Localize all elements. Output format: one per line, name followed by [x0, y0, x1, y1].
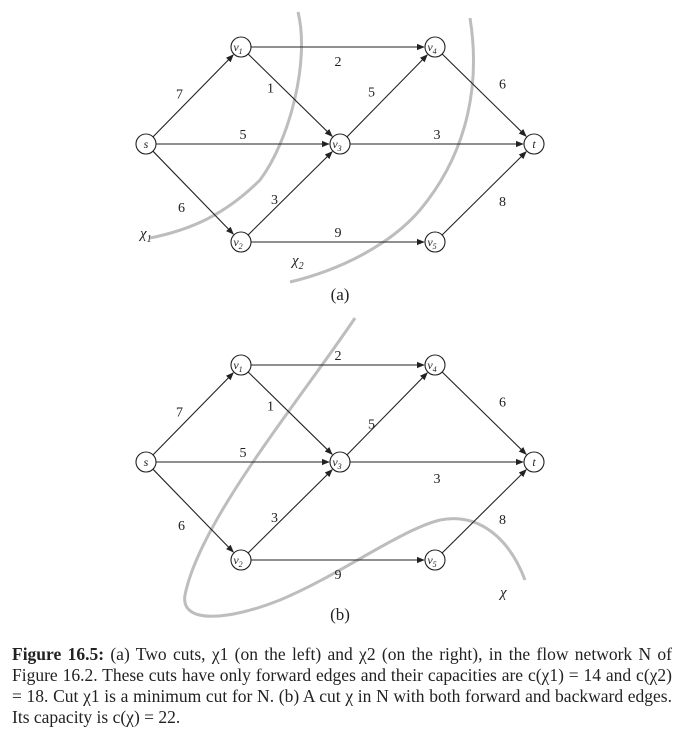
cut-label-chi2: χ2 — [290, 253, 304, 272]
node-v4: v4 — [424, 36, 446, 58]
node-circle-v5 — [424, 549, 446, 571]
edge-capacity-v3-t: 3 — [434, 472, 441, 487]
node-circle-v4 — [424, 36, 446, 58]
edge-s-v2 — [152, 468, 234, 553]
cut-label-chi1: χ1 — [138, 226, 152, 245]
edge-capacity-v3-t: 3 — [434, 128, 441, 143]
node-label-v4: v4 — [427, 358, 436, 374]
edge-capacity-v5-t: 8 — [499, 513, 506, 528]
node-v3: v3 — [329, 133, 351, 155]
node-circle-v4 — [424, 354, 446, 376]
node-v1: v1 — [230, 354, 252, 376]
node-circle-v2 — [230, 231, 252, 253]
edge-v2-v3 — [247, 151, 333, 236]
node-circle-t — [523, 133, 545, 155]
edge-v5-t — [441, 469, 527, 554]
edge-capacity-s-v1: 7 — [176, 406, 183, 421]
edge-v5-t — [441, 151, 527, 236]
edge-v3-v4 — [346, 54, 428, 138]
node-circle-t — [523, 451, 545, 473]
edge-capacity-v2-v5: 9 — [335, 568, 342, 583]
node-v5: v5 — [424, 231, 446, 253]
edge-v4-t — [441, 53, 527, 137]
edge-capacity-v2-v3: 3 — [271, 193, 278, 208]
node-circle-v3 — [329, 451, 351, 473]
node-label-s: s — [144, 455, 149, 469]
node-circle-v5 — [424, 231, 446, 253]
node-label-v4: v4 — [427, 40, 436, 56]
edge-v4-t — [441, 371, 527, 455]
node-s: s — [135, 451, 157, 473]
node-v2: v2 — [230, 549, 252, 571]
edge-v1-v3 — [247, 371, 333, 455]
node-v5: v5 — [424, 549, 446, 571]
node-circle-s — [135, 133, 157, 155]
node-v2: v2 — [230, 231, 252, 253]
node-t: t — [523, 133, 545, 155]
edge-capacity-v1-v4: 2 — [335, 55, 342, 70]
node-label-v1: v1 — [233, 40, 242, 56]
node-label-v1: v1 — [233, 358, 242, 374]
edge-capacity-v1-v4: 2 — [335, 349, 342, 364]
panel-b-label: (b) — [330, 605, 350, 624]
node-circle-v2 — [230, 549, 252, 571]
node-label-v5: v5 — [427, 235, 436, 251]
edge-capacity-v1-v3: 1 — [267, 400, 274, 415]
edge-v1-v3 — [247, 53, 333, 137]
edge-capacity-v2-v3: 3 — [271, 511, 278, 526]
node-label-v3: v3 — [332, 137, 341, 153]
edge-capacity-v1-v3: 1 — [267, 82, 274, 97]
node-label-v3: v3 — [332, 455, 341, 471]
edge-s-v1 — [152, 54, 234, 138]
figure-caption: Figure 16.5: (a) Two cuts, χ1 (on the le… — [12, 644, 672, 728]
node-circle-s — [135, 451, 157, 473]
node-v4: v4 — [424, 354, 446, 376]
node-circle-v1 — [230, 36, 252, 58]
node-label-t: t — [532, 455, 536, 469]
node-s: s — [135, 133, 157, 155]
node-label-v2: v2 — [233, 553, 242, 569]
edge-capacity-s-v2: 6 — [178, 201, 185, 216]
node-v3: v3 — [329, 451, 351, 473]
cut-chi1-curve — [149, 11, 304, 240]
edge-capacity-s-v3: 5 — [240, 446, 247, 461]
node-v1: v1 — [230, 36, 252, 58]
edge-capacity-s-v1: 7 — [176, 88, 183, 103]
node-label-v5: v5 — [427, 553, 436, 569]
edge-capacity-s-v2: 6 — [178, 519, 185, 534]
caption-text: (a) Two cuts, χ1 (on the left) and χ2 (o… — [12, 644, 673, 727]
figure-number: Figure 16.5: — [12, 644, 105, 664]
edge-capacity-v5-t: 8 — [499, 195, 506, 210]
edge-capacity-s-v3: 5 — [240, 128, 247, 143]
node-label-s: s — [144, 137, 149, 151]
node-label-v2: v2 — [233, 235, 242, 251]
cut-chi-curve — [183, 317, 527, 618]
edge-capacity-v3-v4: 5 — [368, 418, 375, 433]
edge-capacity-v2-v5: 9 — [335, 226, 342, 241]
edge-capacity-v4-t: 6 — [499, 396, 506, 411]
edge-v3-v4 — [346, 372, 428, 456]
node-circle-v3 — [329, 133, 351, 155]
node-circle-v1 — [230, 354, 252, 376]
edge-v2-v3 — [247, 469, 333, 554]
node-t: t — [523, 451, 545, 473]
edge-capacity-v3-v4: 5 — [368, 86, 375, 101]
edge-s-v1 — [152, 372, 234, 456]
panel-a-label: (a) — [331, 285, 350, 304]
edge-s-v2 — [152, 150, 234, 235]
node-label-t: t — [532, 137, 536, 151]
cut-chi2-curve — [289, 17, 475, 284]
edge-capacity-v4-t: 6 — [499, 78, 506, 93]
cut-label-chi: χ — [498, 585, 507, 601]
